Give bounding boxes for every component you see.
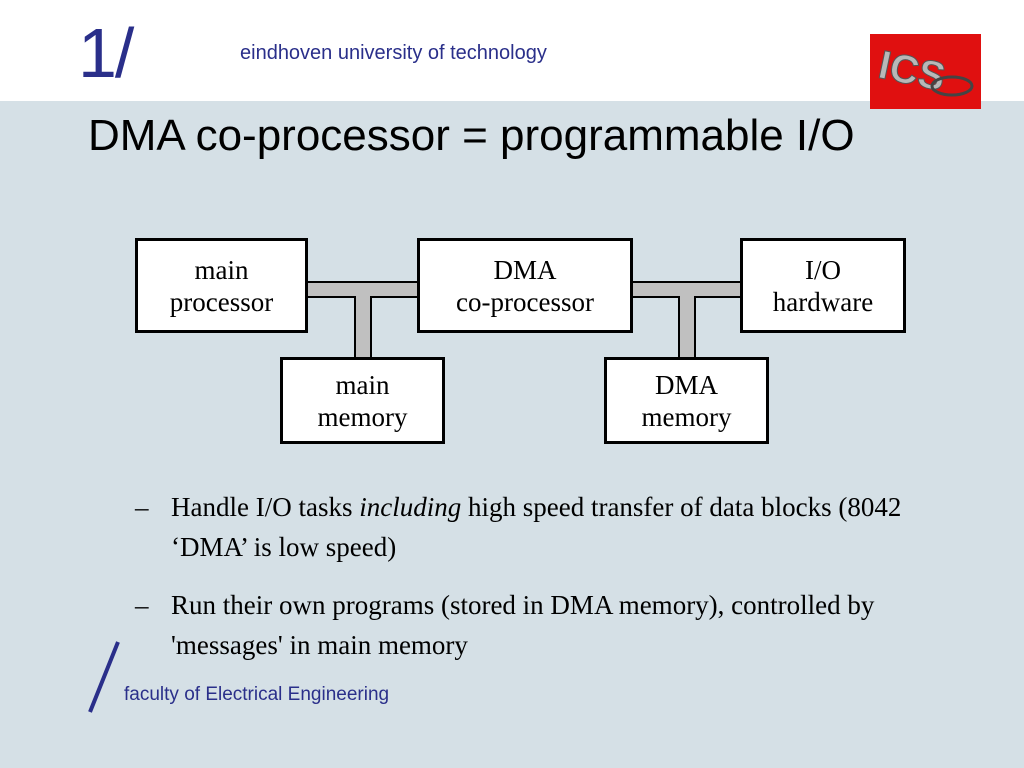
footer-slash-icon [88, 641, 120, 713]
io-hardware-label: I/O hardware [772, 254, 874, 317]
bullet-item: –Handle I/O tasks including high speed t… [135, 487, 935, 567]
bullet-text-rest: high speed transfer of data blocks (8042… [171, 492, 902, 562]
io-hardware-box: I/O hardware [740, 238, 906, 333]
system-bus [305, 281, 420, 359]
main-processor-label: main processor [169, 254, 274, 317]
bullet-text: Handle I/O tasks [171, 492, 360, 522]
bullet-text: Run their own programs (stored in DMA me… [171, 590, 875, 660]
bullet-list: –Handle I/O tasks including high speed t… [135, 487, 935, 683]
ics-logo-swirl [930, 75, 974, 97]
dma-bus [630, 281, 743, 359]
faculty-name: faculty of Electrical Engineering [124, 684, 390, 705]
dma-coprocessor-label: DMA co-processor [456, 254, 594, 317]
tu-logo: 1/ [78, 14, 134, 92]
main-processor-box: main processor [135, 238, 308, 333]
bullet-emphasis: including [359, 492, 462, 522]
dma-coprocessor-box: DMA co-processor [417, 238, 633, 333]
dma-memory-box: DMA memory [604, 357, 769, 444]
bullet-dash: – [135, 590, 149, 620]
slide-title: DMA co-processor = programmable I/O [88, 111, 855, 160]
header-bar: 1/ eindhoven university of technology IC… [0, 0, 1024, 109]
university-name: eindhoven university of technology [240, 42, 547, 64]
bullet-dash: – [135, 492, 149, 522]
main-memory-label: main memory [317, 369, 408, 432]
main-memory-box: main memory [280, 357, 445, 444]
ics-logo: ICS [870, 34, 981, 109]
dma-memory-label: DMA memory [641, 369, 732, 432]
bullet-item: –Run their own programs (stored in DMA m… [135, 585, 935, 665]
